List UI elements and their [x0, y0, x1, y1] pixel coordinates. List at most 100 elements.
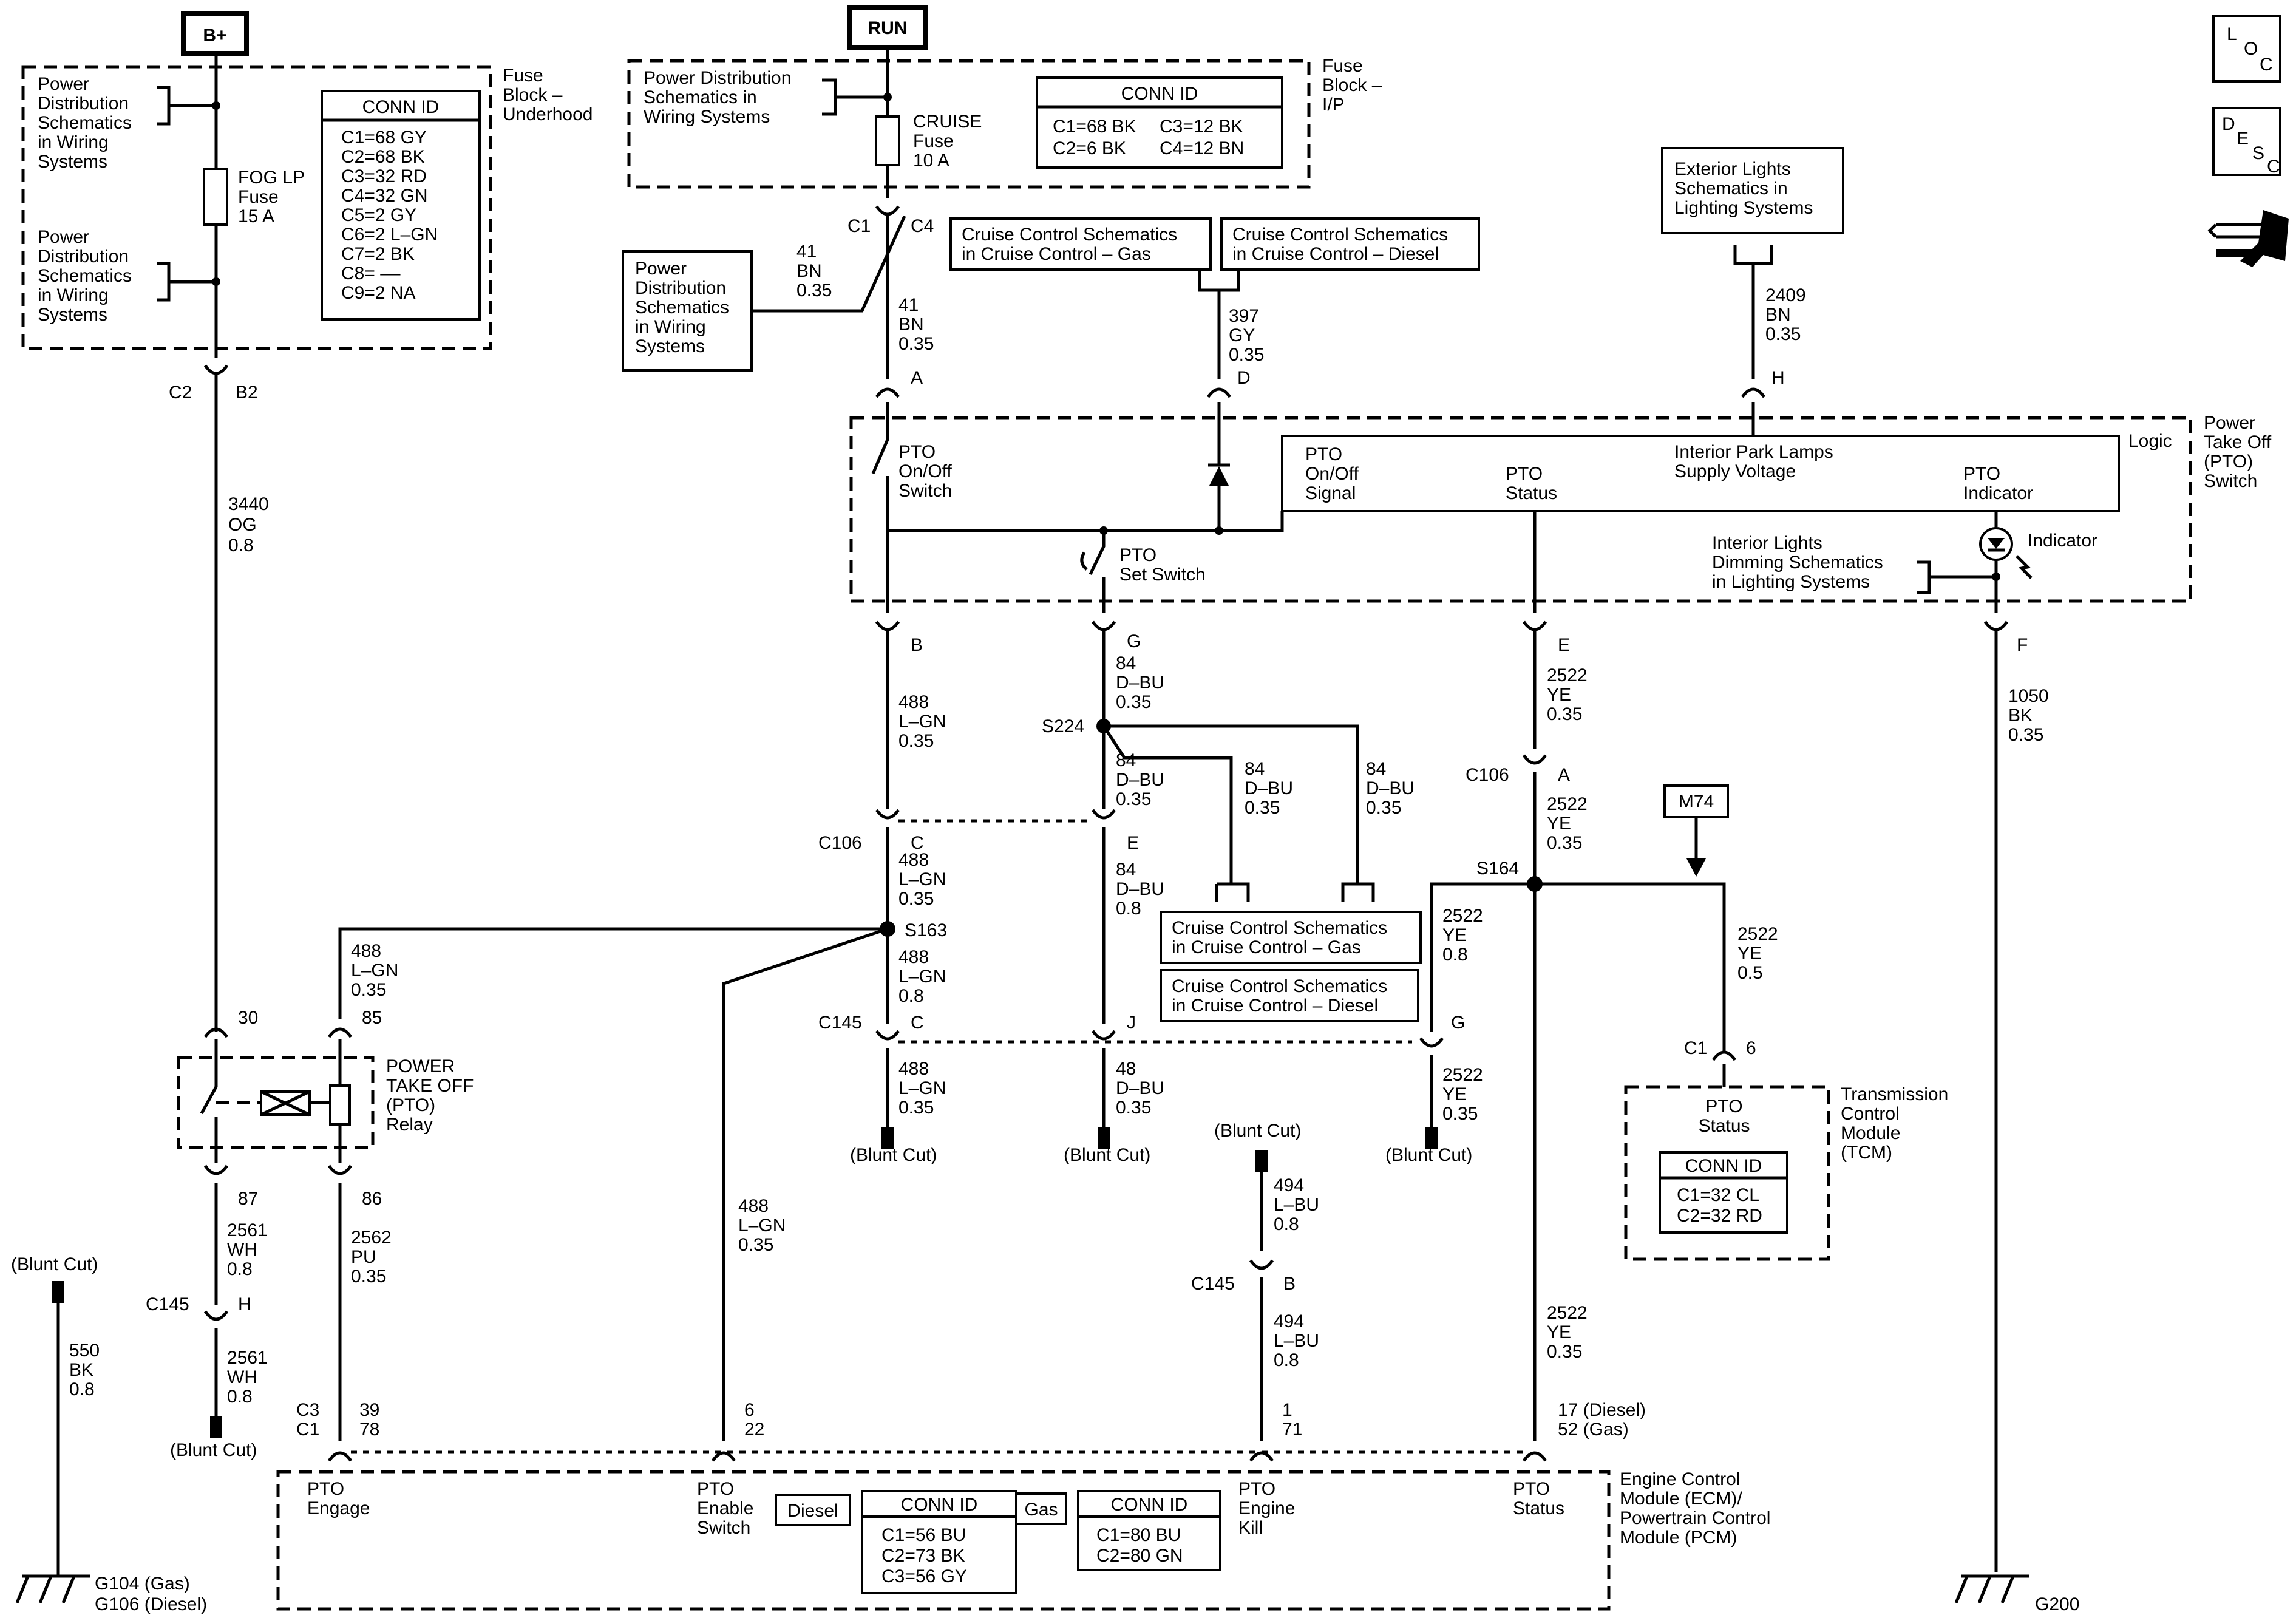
svg-text:2522: 2522 [1442, 1065, 1483, 1085]
cruise-ref-gas-mid[interactable]: Cruise Control Schematics in Cruise Cont… [1160, 911, 1422, 964]
svg-text:A: A [1558, 765, 1570, 785]
svg-text:71: 71 [1282, 1419, 1302, 1440]
svg-text:(PTO): (PTO) [386, 1095, 435, 1115]
svg-text:0.8: 0.8 [1274, 1214, 1299, 1234]
pd-ref-underhood-1[interactable]: Power Distribution Schematics in Wiring … [38, 74, 216, 172]
svg-text:in Wiring: in Wiring [38, 132, 109, 152]
svg-text:Systems: Systems [38, 152, 107, 172]
svg-text:2522: 2522 [1547, 1303, 1588, 1323]
svg-text:0.35: 0.35 [1547, 704, 1582, 724]
svg-text:D–BU: D–BU [1245, 778, 1293, 798]
svg-text:L–GN: L–GN [898, 1078, 946, 1098]
cruise-ref-diesel-mid[interactable]: Cruise Control Schematics in Cruise Cont… [1160, 969, 1419, 1022]
svg-text:Engage: Engage [307, 1498, 370, 1518]
svg-text:C1=56 BU: C1=56 BU [881, 1525, 966, 1545]
svg-text:0.35: 0.35 [351, 1266, 386, 1287]
svg-text:OG: OG [228, 515, 257, 535]
svg-text:Diesel: Diesel [787, 1501, 838, 1521]
svg-text:Interior Lights: Interior Lights [1712, 533, 1822, 553]
desc-icon[interactable]: D E S C [2212, 107, 2281, 177]
svg-text:Schematics: Schematics [635, 297, 729, 318]
svg-text:6: 6 [744, 1400, 755, 1420]
fog-lp-fuse [203, 168, 228, 226]
svg-text:YE: YE [1442, 1084, 1467, 1104]
svg-text:84: 84 [1116, 860, 1136, 880]
exterior-lights-ref[interactable]: Exterior Lights Schematics in Lighting S… [1661, 147, 1844, 234]
conn-id-ip: CONN ID C1=68 BK C2=6 BK C3=12 BK C4=12 … [1036, 76, 1283, 169]
svg-text:Schematics: Schematics [38, 266, 132, 286]
svg-text:0.8: 0.8 [227, 1259, 253, 1279]
svg-text:RUN: RUN [868, 18, 908, 38]
svg-text:Switch: Switch [2204, 471, 2257, 491]
svg-text:PTO: PTO [1506, 464, 1543, 484]
svg-text:D–BU: D–BU [1116, 673, 1164, 693]
svg-text:C1=68 BK: C1=68 BK [1053, 117, 1136, 137]
svg-text:Fuse: Fuse [913, 131, 954, 151]
svg-text:Schematics in: Schematics in [1674, 178, 1788, 199]
svg-text:D–BU: D–BU [1116, 770, 1164, 790]
pto-switch: Power Take Off (PTO) Switch Logic PTO On… [849, 402, 2272, 613]
dimming-ref[interactable]: Interior Lights Dimming Schematics in Li… [1712, 533, 1996, 594]
svg-text:CONN ID: CONN ID [1121, 84, 1198, 104]
svg-text:C3=56 GY: C3=56 GY [881, 1566, 967, 1586]
svg-text:C2=32 RD: C2=32 RD [1677, 1206, 1762, 1226]
svg-text:C3=12 BK: C3=12 BK [1160, 117, 1243, 137]
connector-tool-icon[interactable] [2207, 210, 2289, 267]
pd-ref-side[interactable]: Power Distribution Schematics in Wiring … [622, 250, 753, 372]
svg-text:YE: YE [1547, 814, 1571, 834]
svg-text:22: 22 [744, 1419, 764, 1440]
svg-text:L–GN: L–GN [351, 960, 398, 981]
svg-text:Power Distribution: Power Distribution [644, 68, 791, 88]
svg-text:48: 48 [1116, 1059, 1136, 1079]
svg-text:Power: Power [38, 74, 89, 94]
svg-text:Exterior Lights: Exterior Lights [1674, 159, 1791, 179]
svg-text:0.8: 0.8 [69, 1379, 95, 1399]
svg-text:C7=2 BK: C7=2 BK [341, 244, 415, 264]
svg-text:0.35: 0.35 [351, 980, 386, 1000]
svg-text:17 (Diesel): 17 (Diesel) [1558, 1400, 1646, 1420]
svg-text:PTO: PTO [1305, 444, 1342, 464]
svg-text:CONN ID: CONN ID [362, 97, 440, 117]
svg-text:in Cruise Control – Diesel: in Cruise Control – Diesel [1172, 996, 1378, 1016]
loc-icon[interactable]: L O C [2212, 15, 2281, 83]
svg-text:(Blunt Cut): (Blunt Cut) [1385, 1145, 1472, 1165]
svg-text:Indicator: Indicator [1963, 483, 2033, 503]
svg-text:BN: BN [796, 261, 822, 281]
svg-text:0.35: 0.35 [1547, 833, 1582, 853]
svg-text:C145: C145 [146, 1294, 189, 1314]
svg-text:in Wiring: in Wiring [38, 285, 109, 305]
svg-text:(Blunt Cut): (Blunt Cut) [1214, 1121, 1301, 1141]
cruise-ref-gas-top[interactable]: Cruise Control Schematics in Cruise Cont… [949, 217, 1212, 271]
svg-text:0.35: 0.35 [898, 731, 934, 751]
cruise-ref-diesel-top[interactable]: Cruise Control Schematics in Cruise Cont… [1220, 217, 1480, 271]
svg-text:2409: 2409 [1765, 285, 1806, 305]
pd-ref-ip[interactable]: Power Distribution Schematics in Wiring … [644, 68, 888, 127]
pto-relay: POWER TAKE OFF (PTO) Relay [177, 1056, 474, 1149]
svg-text:Module (PCM): Module (PCM) [1620, 1528, 1737, 1548]
svg-text:S164: S164 [1476, 858, 1519, 879]
pd-ref-underhood-2[interactable]: Power Distribution Schematics in Wiring … [38, 227, 216, 325]
svg-text:G104 (Gas): G104 (Gas) [95, 1574, 190, 1594]
svg-text:84: 84 [1116, 653, 1136, 673]
svg-text:in Lighting Systems: in Lighting Systems [1712, 572, 1870, 592]
svg-text:F: F [2017, 635, 2028, 655]
svg-text:PTO: PTO [1513, 1479, 1550, 1499]
svg-text:YE: YE [1547, 1322, 1571, 1342]
svg-text:0.35: 0.35 [1547, 1342, 1582, 1362]
svg-text:On/Off: On/Off [898, 461, 952, 481]
svg-text:C9=2 NA: C9=2 NA [341, 283, 416, 303]
svg-text:Lighting Systems: Lighting Systems [1674, 198, 1813, 218]
svg-text:C: C [911, 1013, 924, 1033]
svg-text:PU: PU [351, 1247, 376, 1267]
svg-text:494: 494 [1274, 1311, 1304, 1331]
ground-g200: G200 [1954, 1574, 2079, 1614]
svg-text:Power: Power [38, 227, 89, 247]
svg-text:C: C [2267, 157, 2280, 177]
svg-text:(PTO): (PTO) [2204, 452, 2253, 472]
svg-text:S224: S224 [1042, 716, 1084, 736]
svg-text:BK: BK [2008, 705, 2033, 726]
svg-text:On/Off: On/Off [1305, 464, 1359, 484]
svg-text:Module: Module [1841, 1123, 1900, 1143]
m74-ref[interactable]: M74 [1663, 784, 1729, 818]
